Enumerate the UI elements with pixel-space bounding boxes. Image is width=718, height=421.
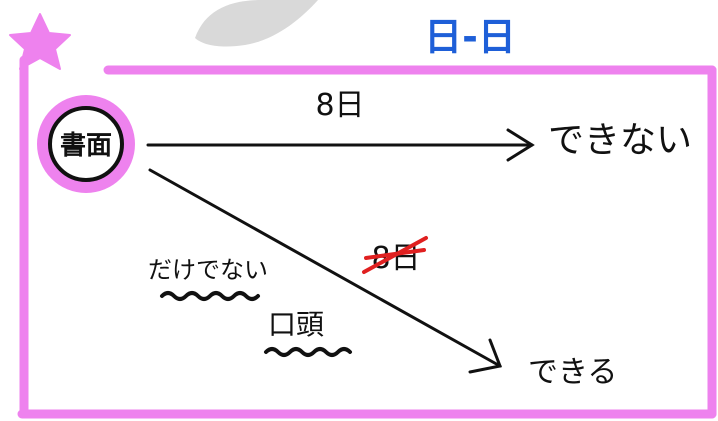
star-icon bbox=[9, 13, 71, 70]
left-note-label: だけでない bbox=[148, 256, 268, 284]
bottom-result-label: できる bbox=[528, 355, 617, 390]
strikethrough-mark bbox=[362, 236, 428, 274]
pink-frame bbox=[17, 55, 717, 419]
background-brush-shape bbox=[195, 0, 318, 47]
top-arrow-label: 8日 bbox=[315, 88, 364, 123]
source-node-label: 書面 bbox=[60, 131, 112, 161]
left-note-wavy-underline bbox=[160, 291, 260, 301]
bottom-arrow bbox=[148, 168, 503, 374]
top-result-label: できない bbox=[548, 120, 692, 161]
bottom-note-label: 口頭 bbox=[268, 308, 324, 341]
source-node-stamp bbox=[48, 106, 124, 182]
bottom-note-wavy-underline bbox=[264, 347, 352, 357]
page-title: 日-日 bbox=[424, 15, 516, 59]
top-arrow bbox=[146, 128, 535, 162]
